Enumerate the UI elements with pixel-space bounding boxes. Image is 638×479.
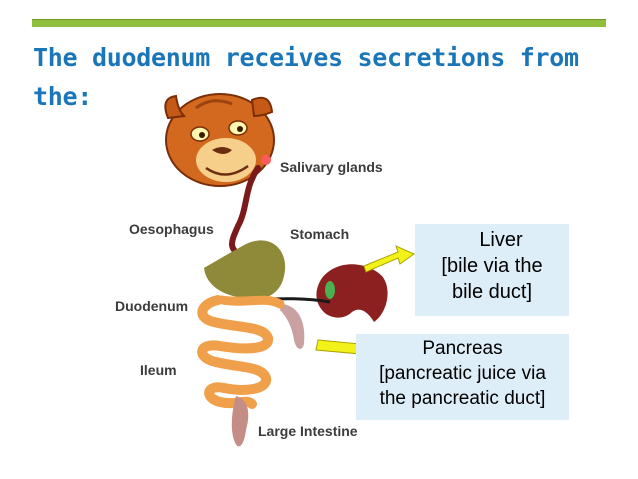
liver-callout: Liver [bile via the bile duct] (415, 224, 569, 316)
duodenum-tube (217, 295, 285, 309)
oesophagus-tube (229, 165, 261, 259)
label-duodenum: Duodenum (115, 298, 189, 314)
liver-callout-line3: bile duct] (451, 281, 533, 303)
salivary-gland-marker (261, 155, 271, 165)
arrow-right-icon (363, 245, 416, 273)
pancreas-callout-title: Pancreas (422, 338, 503, 359)
label-salivary-glands: Salivary glands (280, 159, 383, 175)
label-ileum: Ileum (140, 362, 177, 378)
liver-callout-line2: [bile via the (441, 255, 543, 277)
liver-callout-title: Liver (479, 229, 523, 251)
stomach-shape (204, 240, 286, 300)
lion-cub-head-icon (164, 93, 275, 187)
pancreas-callout-line2: [pancreatic juice via (379, 363, 546, 384)
label-oesophagus: Oesophagus (129, 221, 214, 237)
pancreas-callout: Pancreas [pancreatic juice via the pancr… (356, 334, 569, 420)
liver-shape (316, 264, 388, 322)
large-intestine-shape (231, 396, 249, 447)
slide-title: The duodenum receives secretions from th… (33, 43, 579, 111)
gall-bladder-shape (325, 281, 335, 299)
label-large-intestine: Large Intestine (258, 423, 358, 439)
label-stomach: Stomach (290, 226, 350, 242)
top-rule (32, 19, 606, 27)
pancreas-callout-line3: the pancreatic duct] (379, 388, 546, 409)
small-intestine-coil (197, 295, 273, 409)
pancreas-shape (280, 304, 305, 349)
